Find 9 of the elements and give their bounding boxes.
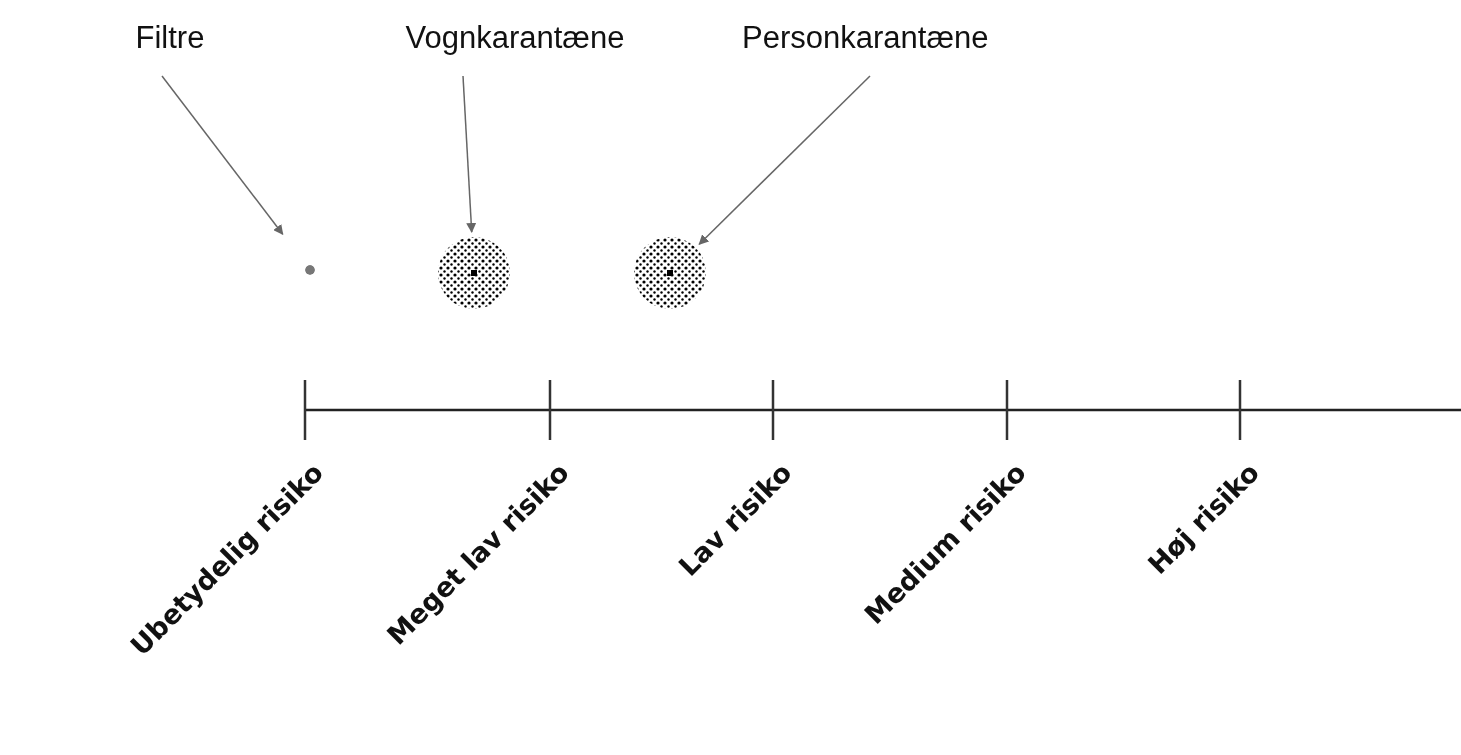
stippled-circle <box>437 236 511 310</box>
dot <box>305 265 315 275</box>
leader-arrow <box>698 75 871 245</box>
callout-text: Vognkarantæne <box>405 20 625 56</box>
leader-arrow <box>462 75 477 234</box>
leader-arrow <box>161 75 284 235</box>
stippled-circle <box>633 236 707 310</box>
callout-text: Filtre <box>135 20 205 56</box>
callout-text: Personkarantæne <box>742 20 989 56</box>
